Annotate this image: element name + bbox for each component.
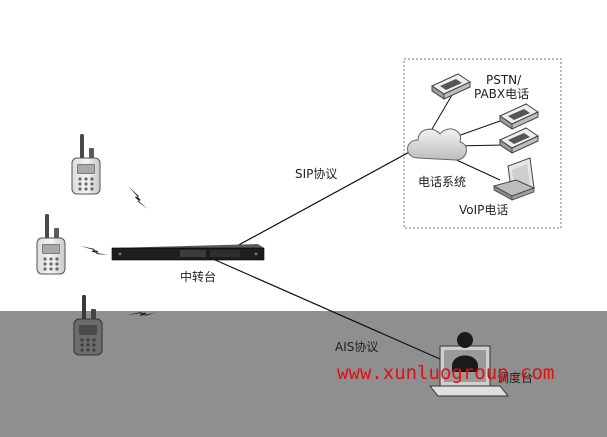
relay-label: 中转台 [180,269,216,284]
sip-link [212,149,414,260]
radio-top-icon [71,133,101,195]
cloud-icon [407,128,467,161]
radio-bottom-icon [73,294,103,356]
pstn-phone-icon [431,73,471,100]
sip-protocol-label: SIP协议 [295,166,337,181]
ais-protocol-label: AIS协议 [335,339,378,354]
phone-system-box [403,58,562,229]
pstn-label-line1: PSTN/ [486,73,522,87]
wireless-signal-top-icon [122,186,153,209]
phone-2-icon [499,127,539,154]
ais-link [212,258,441,360]
relay-station-icon [111,244,265,261]
wireless-signal-middle-icon [80,240,109,261]
dispatch-label: 调度台 [497,370,533,385]
cloud-link-voip [449,156,501,181]
voip-laptop-icon [492,157,536,201]
pstn-label-line2: PABX电话 [474,87,529,101]
dispatch-console-icon [428,332,510,397]
watermark-text: www.xunluogroup.com [337,362,554,384]
phone-system-label: 电话系统 [418,175,466,189]
phone-1-icon [499,103,539,130]
radio-middle-icon [36,213,66,275]
voip-phone-label: VoIP电话 [459,203,508,217]
